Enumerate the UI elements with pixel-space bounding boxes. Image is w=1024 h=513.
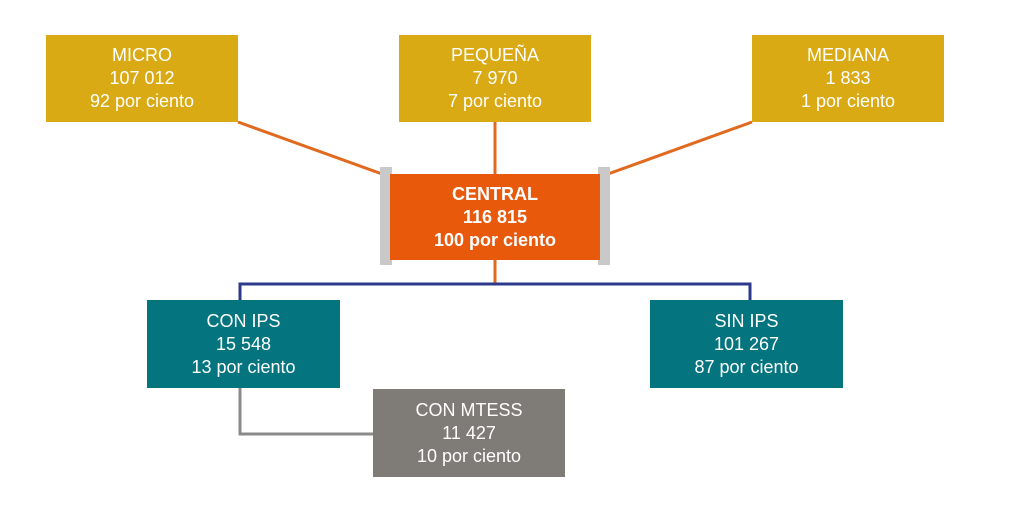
central-bracket-right <box>598 167 610 265</box>
node-central-value: 116 815 <box>462 206 528 227</box>
connector-micro-central <box>237 120 383 176</box>
node-mediana-value: 1 833 <box>825 68 871 88</box>
node-pequena-share: 7 por ciento <box>447 91 543 111</box>
node-con-mtess: CON MTESS 11 427 10 por ciento <box>373 389 565 477</box>
node-micro-share: 92 por ciento <box>89 91 195 111</box>
node-pequena-value: 7 970 <box>472 68 518 88</box>
node-pequena: PEQUEÑA 7 970 7 por ciento <box>399 35 591 122</box>
node-pequena-label: PEQUEÑA <box>450 45 540 65</box>
node-micro-value: 107 012 <box>109 68 175 88</box>
node-sin-ips-value: 101 267 <box>713 333 780 354</box>
node-sin-ips-label: SIN IPS <box>714 310 779 331</box>
node-central-label: CENTRAL <box>452 183 538 204</box>
connector-ips-branch <box>238 282 752 300</box>
node-con-mtess-label: CON MTESS <box>415 399 523 420</box>
node-con-ips-share: 13 por ciento <box>191 356 296 377</box>
node-con-ips-value: 15 548 <box>215 333 272 354</box>
node-con-mtess-value: 11 427 <box>442 422 496 443</box>
node-mediana-label: MEDIANA <box>806 45 889 65</box>
node-sin-ips: SIN IPS 101 267 87 por ciento <box>650 300 843 388</box>
node-central-share: 100 por ciento <box>433 229 557 250</box>
connector-mediana-central <box>607 120 753 176</box>
node-mediana-share: 1 por ciento <box>800 91 896 111</box>
node-central: CENTRAL 116 815 100 por ciento <box>390 174 600 260</box>
central-bracket-left <box>380 167 392 265</box>
connector-mtess-branch <box>238 388 373 436</box>
node-con-mtess-share: 10 por ciento <box>416 445 522 466</box>
node-con-ips-label: CON IPS <box>206 310 281 331</box>
node-micro: MICRO 107 012 92 por ciento <box>46 35 238 122</box>
node-mediana: MEDIANA 1 833 1 por ciento <box>752 35 944 122</box>
node-sin-ips-share: 87 por ciento <box>694 356 799 377</box>
node-con-ips: CON IPS 15 548 13 por ciento <box>147 300 340 388</box>
node-micro-label: MICRO <box>112 45 172 65</box>
